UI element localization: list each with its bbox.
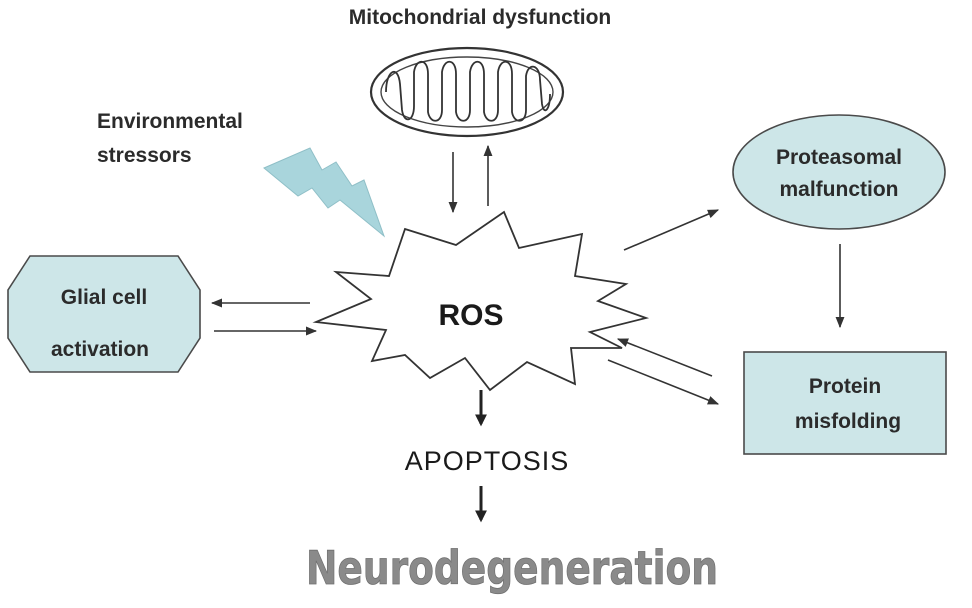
- proteasomal-malfunction-label: Proteasomal: [776, 146, 902, 169]
- glial-cell-activation-label-line2: activation: [51, 338, 149, 361]
- environmental-stressors-label: Environmental: [97, 110, 243, 133]
- protein-misfolding-node: Protein misfolding: [743, 351, 947, 455]
- glial-cell-activation-label: Glial cell: [61, 286, 147, 309]
- ros-label: ROS: [438, 299, 503, 332]
- apoptosis-label: APOPTOSIS: [405, 446, 570, 476]
- arrow-ros-to-protein: [607, 359, 720, 405]
- mitochondrial-dysfunction-label: Mitochondrial dysfunction: [349, 6, 612, 29]
- proteasomal-malfunction-node: Proteasomal malfunction: [732, 114, 946, 230]
- protein-misfolding-label: Protein: [809, 375, 881, 398]
- ros-node: ROS: [312, 210, 650, 392]
- arrow-ros-to-proteasomal: [623, 209, 720, 251]
- glial-cell-activation-node: Glial cell activation: [7, 255, 201, 373]
- protein-misfolding-label-line2: misfolding: [795, 410, 901, 433]
- explosion-burst-icon: [312, 210, 650, 392]
- proteasomal-malfunction-label-line2: malfunction: [780, 178, 899, 201]
- arrow-protein-to-ros: [616, 338, 713, 377]
- environmental-stressors-label-line2: stressors: [97, 144, 192, 167]
- mitochondrion-icon: [369, 46, 565, 138]
- lightning-bolt-icon: [263, 147, 386, 238]
- neurodegeneration-label: Neurodegeneration: [306, 541, 718, 595]
